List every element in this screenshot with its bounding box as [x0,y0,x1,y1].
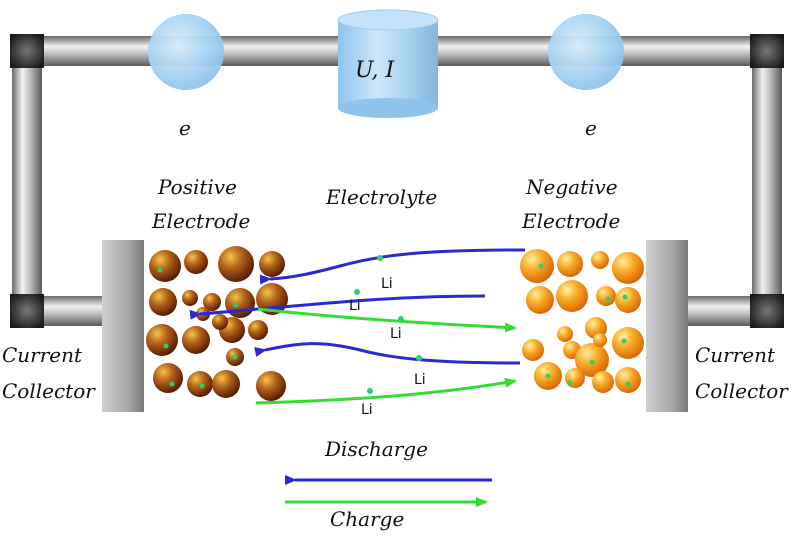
corner-joint-tr [750,34,784,68]
left-wire [12,36,42,326]
positive-electrode-particle [225,288,255,318]
current-collector-left-line2: Collector [2,379,95,403]
li-label-3: Li [390,326,402,342]
negative-electrode-line2: Electrode [522,209,621,233]
negative-electrode-particle [615,367,641,393]
positive-electrode-particle [184,250,208,274]
negative-electrode-li-dot [567,380,573,386]
positive-electrode-li-dot [163,343,169,349]
negative-electrode-li-dot [589,359,595,365]
corner-joint-bl [10,294,44,328]
positive-electrode-particle [248,320,268,340]
positive-electrode-li-dot [199,383,205,389]
positive-electrode-particle [212,314,228,330]
negative-electrode-particle [565,368,585,388]
electron-label-left: e [179,116,191,140]
positive-electrode-particle [146,324,178,356]
positive-electrode-particle [218,246,254,282]
ion-flow-arrows [189,248,526,405]
li-label-1: Li [381,276,393,292]
negative-electrode-particle [612,327,644,359]
positive-electrode-particle [203,293,221,311]
positive-electrode-li-dot [232,354,238,360]
negative-electrode-particle [592,371,614,393]
right-wire [752,36,782,326]
negative-electrode-li-dot [545,373,551,379]
corner-joint-tl [10,34,44,68]
discharge-path-1 [259,248,526,285]
meter-label: U, I [355,58,395,83]
negative-electrode-li-dot [605,296,611,302]
positive-electrode-particle [259,251,285,277]
negative-electrode-particle [596,286,616,306]
positive-electrode-particle [149,250,181,282]
positive-electrode-particles [146,246,288,401]
negative-electrode-particle [593,333,607,347]
electrolyte-label: Electrolyte [326,185,438,209]
positive-electrode-particle [187,371,213,397]
li-label-2: Li [349,298,361,314]
positive-electrode-particle [256,371,286,401]
li-label-5: Li [361,402,373,418]
positive-electrode-li-dot [233,302,239,308]
negative-electrode-particle [520,249,554,283]
charge-path-1 [257,307,517,333]
discharge-path-2 [189,294,486,320]
discharge-label: Discharge [325,437,428,461]
negative-electrode-particle [526,286,554,314]
positive-electrode-particle [182,326,210,354]
current-collector-right-line1: Current [695,343,776,367]
positive-electrode-particle [153,363,183,393]
li-ion-dots [354,255,422,394]
negative-electrode-particle [522,339,544,361]
electron-bead-right [548,14,624,90]
negative-electrode-particles [520,249,644,393]
electron-bead-left [148,14,224,90]
current-collector-left-line1: Current [2,343,83,367]
negative-electrode-particle [557,326,573,342]
negative-electrode-li-dot [538,263,544,269]
positive-electrode-li-dot [169,381,175,387]
negative-electrode-li-dot [625,381,631,387]
negative-electrode-li-dot [622,294,628,300]
meter-cylinder [337,9,439,118]
charge-label: Charge [330,507,405,531]
current-collector-right-line2: Collector [695,379,788,403]
negative-electrode-particle [556,280,588,312]
current-collector-left [102,240,144,412]
negative-electrode-particle [557,251,583,277]
positive-electrode-line2: Electrode [152,209,251,233]
negative-electrode-particle [591,251,609,269]
discharge-path-3 [254,342,521,365]
electron-label-right: e [585,116,597,140]
current-collector-right [646,240,688,412]
negative-electrode-line1: Negative [526,175,618,199]
corner-joint-br [750,294,784,328]
positive-electrode-particle [212,370,240,398]
positive-electrode-line1: Positive [158,175,237,199]
positive-electrode-li-dot [157,267,163,273]
positive-electrode-particle [182,290,198,306]
negative-electrode-li-dot [621,338,627,344]
positive-electrode-particle [149,288,177,316]
li-label-4: Li [414,372,426,388]
negative-electrode-particle [612,252,644,284]
charge-path-2 [255,377,517,405]
negative-electrode-particle [615,287,641,313]
